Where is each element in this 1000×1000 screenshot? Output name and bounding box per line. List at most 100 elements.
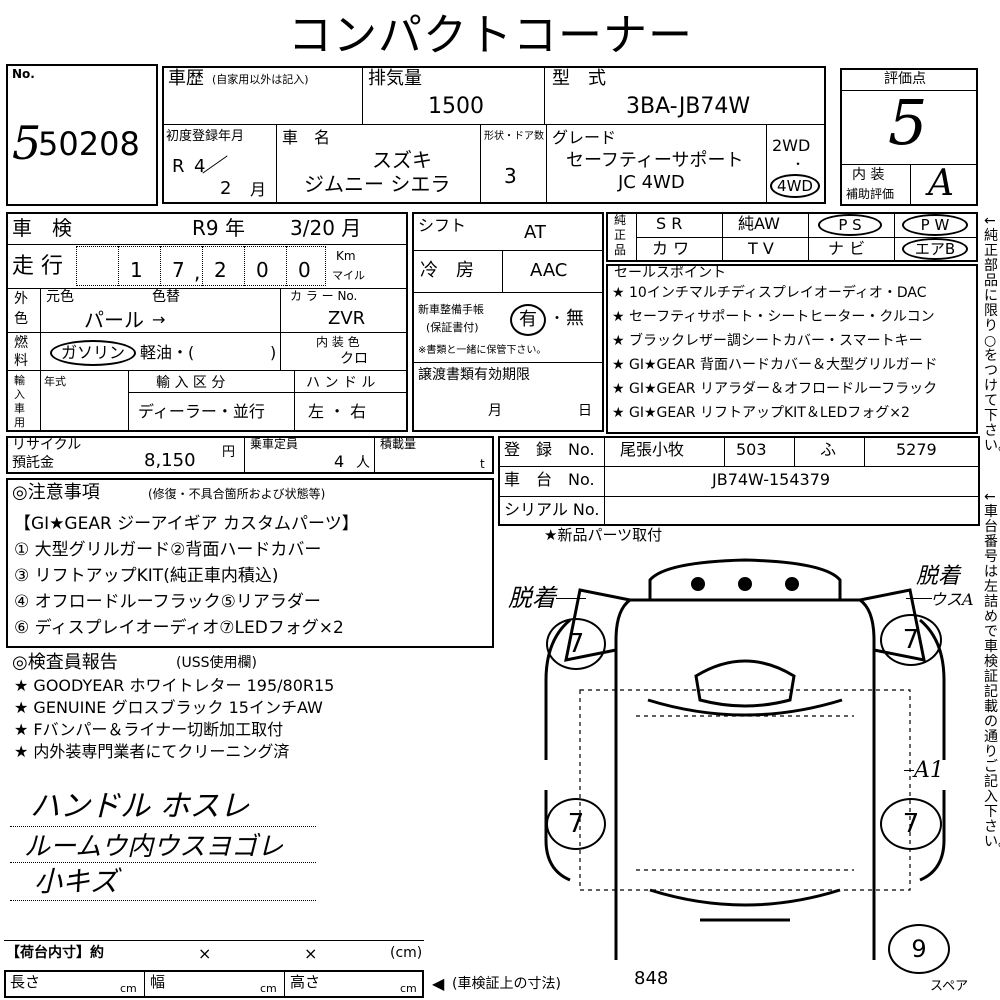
doors-value: 3 [504, 164, 517, 188]
mileage-digit-1: 1 [130, 258, 143, 282]
grade-box [840, 68, 978, 206]
genuine-kawa: カ ワ [652, 239, 690, 258]
import-year-label: 年式 [44, 375, 66, 388]
cargo-value: 848 [634, 968, 669, 989]
diagram-note-side: A1 [914, 758, 944, 783]
handwritten-note: 小キズ [34, 865, 119, 898]
maint-has-circled: 有 [510, 304, 546, 336]
shaken-label: (車検証上の寸法) [452, 976, 561, 992]
mileage-digit-boxes [76, 246, 326, 286]
tire-front-right: 7 [880, 614, 942, 666]
maint-label-2: (保証書付) [426, 321, 479, 334]
import-type-value: ディーラー・並行 [138, 402, 265, 421]
length-label: 長さ [10, 973, 41, 991]
first-reg-year: 4 [194, 156, 206, 177]
caution-title: ◎注意事項 [12, 482, 100, 503]
handle-label: ハ ン ド ル [306, 375, 376, 391]
fuel-gasoline-circled: ガソリン [50, 340, 136, 366]
recycle-row [6, 436, 494, 474]
fuel-other: 軽油・( [140, 343, 195, 362]
cargo-label: 【荷台内寸】約 [6, 945, 104, 961]
spec-grid-left [6, 212, 408, 432]
genuine-airbag-circled: エアB [902, 238, 968, 260]
height-unit: cm [400, 982, 417, 995]
shift-value: AT [524, 222, 546, 243]
maint-sep: ・ [550, 311, 564, 327]
transfer-label: 譲渡書類有効期限 [418, 367, 530, 383]
sales-item: ★ ブラックレザー調シートカバー・スマートキー [612, 333, 923, 349]
color-value: パール [84, 308, 144, 332]
mileage-comma: , [194, 260, 201, 284]
model-value: 3BA-JB74W [626, 94, 751, 119]
caution-item: ④ オフロードルーフラック⑤リアラダー [14, 592, 321, 612]
mileage-label: 走 行 [12, 254, 63, 279]
transfer-month: 月 [488, 403, 502, 419]
spare-tire: 9 [888, 924, 950, 974]
tire-front-left: 7 [546, 618, 606, 670]
caution-item: ① 大型グリルガード②背面ハードカバー [14, 540, 322, 560]
load-unit: t [480, 457, 485, 471]
lot-label: No. [12, 67, 35, 81]
ac-value: AAC [530, 260, 568, 281]
grade-label: グレード [552, 128, 617, 147]
spec-grid-middle [412, 212, 604, 432]
car-name-label: 車 名 [282, 128, 331, 147]
caution-item: 【GI★GEAR ジーアイギア カスタムパーツ】 [14, 514, 359, 534]
cargo-x1: × [198, 944, 212, 963]
maint-label-1: 新車整備手帳 [418, 303, 484, 316]
serial-label: シリアル No. [504, 500, 600, 519]
handwritten-note: ルームウ内ウスヨゴレ [24, 832, 284, 862]
reg-number: 5279 [896, 440, 937, 459]
color-orig-label: 元色 [46, 289, 74, 305]
caution-box [6, 478, 494, 648]
diagram-note-left: 脱着 [508, 584, 556, 612]
capacity-value: 4 [334, 452, 345, 471]
reg-place: 尾張小牧 [620, 440, 685, 459]
history-note: (自家用以外は記入) [212, 73, 309, 86]
first-reg-month-unit: 月 [250, 180, 267, 199]
mileage-digit-4: 0 [256, 258, 269, 282]
color-code-label: カ ラ ー No. [290, 289, 358, 303]
diagram-note-right: 脱着 [916, 564, 961, 589]
page-title: コンパクトコーナー [288, 10, 693, 61]
car-maker: スズキ [372, 148, 432, 172]
genuine-side-3: 品 [614, 243, 627, 257]
drive-4wd-circled: 4WD [770, 174, 820, 198]
recycle-label-2: 預託金 [12, 455, 54, 471]
tire-rear-right: 7 [880, 798, 942, 850]
arrow-left-icon: ◀ [432, 974, 445, 993]
lot-number-box: No. 5 50208 [6, 64, 158, 206]
width-unit: cm [260, 982, 277, 995]
genuine-aw: 純AW [738, 214, 780, 233]
maint-none: 無 [566, 308, 584, 329]
chassis-value: JB74W-154379 [712, 470, 831, 489]
fuel-side-label-2: 料 [14, 353, 28, 369]
sales-points-box [606, 264, 978, 434]
capacity-unit: 人 [356, 455, 370, 471]
shift-label: シフト [418, 216, 467, 235]
side-note-genuine: ←純正部品に限り○をつけて下さい。 [984, 213, 1000, 454]
car-body-diagram-icon [544, 558, 946, 960]
handwritten-note: ハンドル ホスレ [30, 789, 250, 824]
interior-label-2: 補助評価 [846, 187, 895, 201]
grade-line2: JC 4WD [618, 172, 685, 193]
mileage-digit-2: 7 [172, 258, 185, 282]
sales-item: ★ 10インチマルチディスプレイオーディオ・DAC [612, 285, 927, 301]
lot-number: 50208 [38, 125, 140, 163]
drive-2wd: 2WD [772, 136, 811, 155]
length-unit: cm [120, 982, 137, 995]
displacement-label: 排気量 [368, 68, 422, 89]
model-label: 型 式 [552, 68, 606, 89]
recycle-value: 8,150 [144, 450, 196, 471]
color-code: ZVR [328, 308, 366, 329]
color-side-label-1: 外 [14, 291, 28, 307]
drive-sep: ・ [792, 157, 805, 171]
grade-line1: セーフティーサポート [566, 150, 744, 171]
import-side-label: 輸入車用 [14, 374, 25, 429]
history-label: 車歴 [168, 68, 204, 89]
height-label: 高さ [290, 973, 321, 991]
sales-item: ★ GI★GEAR リアラダー＆オフロードルーフラック [612, 381, 938, 397]
genuine-side-2: 正 [614, 228, 627, 242]
genuine-pw-circled: P W [902, 214, 968, 236]
sales-title: セールスポイント [614, 265, 726, 281]
